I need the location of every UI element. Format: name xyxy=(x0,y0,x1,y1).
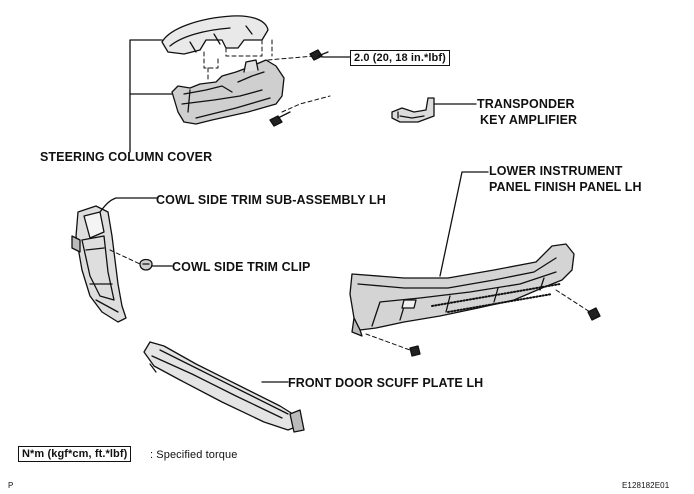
steering-column-cover-lower xyxy=(171,59,285,125)
panel-screw-guides xyxy=(365,289,591,351)
front-door-scuff-label: FRONT DOOR SCUFF PLATE LH xyxy=(288,376,484,390)
panel-screws xyxy=(409,307,601,357)
lower-panel-label-line2: PANEL FINISH PANEL LH xyxy=(489,180,642,194)
steering-column-cover-upper xyxy=(161,15,269,55)
lower-panel-leader-line xyxy=(439,171,489,277)
front-door-scuff-plate xyxy=(143,341,305,433)
cover-alignment-guides xyxy=(203,39,331,113)
cowl-side-trim-label: COWL SIDE TRIM SUB-ASSEMBLY LH xyxy=(156,193,386,207)
clip-guide xyxy=(109,249,141,265)
steering-cover-bracket xyxy=(129,39,173,153)
torque-spec-box: 2.0 (20, 18 in.*lbf) xyxy=(350,50,450,66)
panel-vent-grille xyxy=(431,283,561,313)
transponder-key-amplifier xyxy=(391,97,435,123)
transponder-label-line2: KEY AMPLIFIER xyxy=(480,113,578,127)
transponder-label-line1: TRANSPONDER xyxy=(477,97,575,111)
cowl-side-trim-clip-label: COWL SIDE TRIM CLIP xyxy=(172,260,311,274)
page-marker: P xyxy=(8,481,14,490)
cowl-side-trim xyxy=(71,205,127,323)
lower-panel-label-line1: LOWER INSTRUMENT xyxy=(489,164,623,178)
cowl-trim-leader-line xyxy=(99,197,159,213)
legend-description: : Specified torque xyxy=(150,449,238,461)
cowl-side-trim-clip xyxy=(139,258,153,271)
steering-cover-screws xyxy=(269,49,329,127)
figure-code: E128182E01 xyxy=(622,481,670,490)
legend-unit-box: N*m (kgf*cm, ft.*lbf) xyxy=(18,446,132,462)
steering-column-cover-label: STEERING COLUMN COVER xyxy=(40,150,213,164)
lower-instrument-panel xyxy=(349,243,575,337)
